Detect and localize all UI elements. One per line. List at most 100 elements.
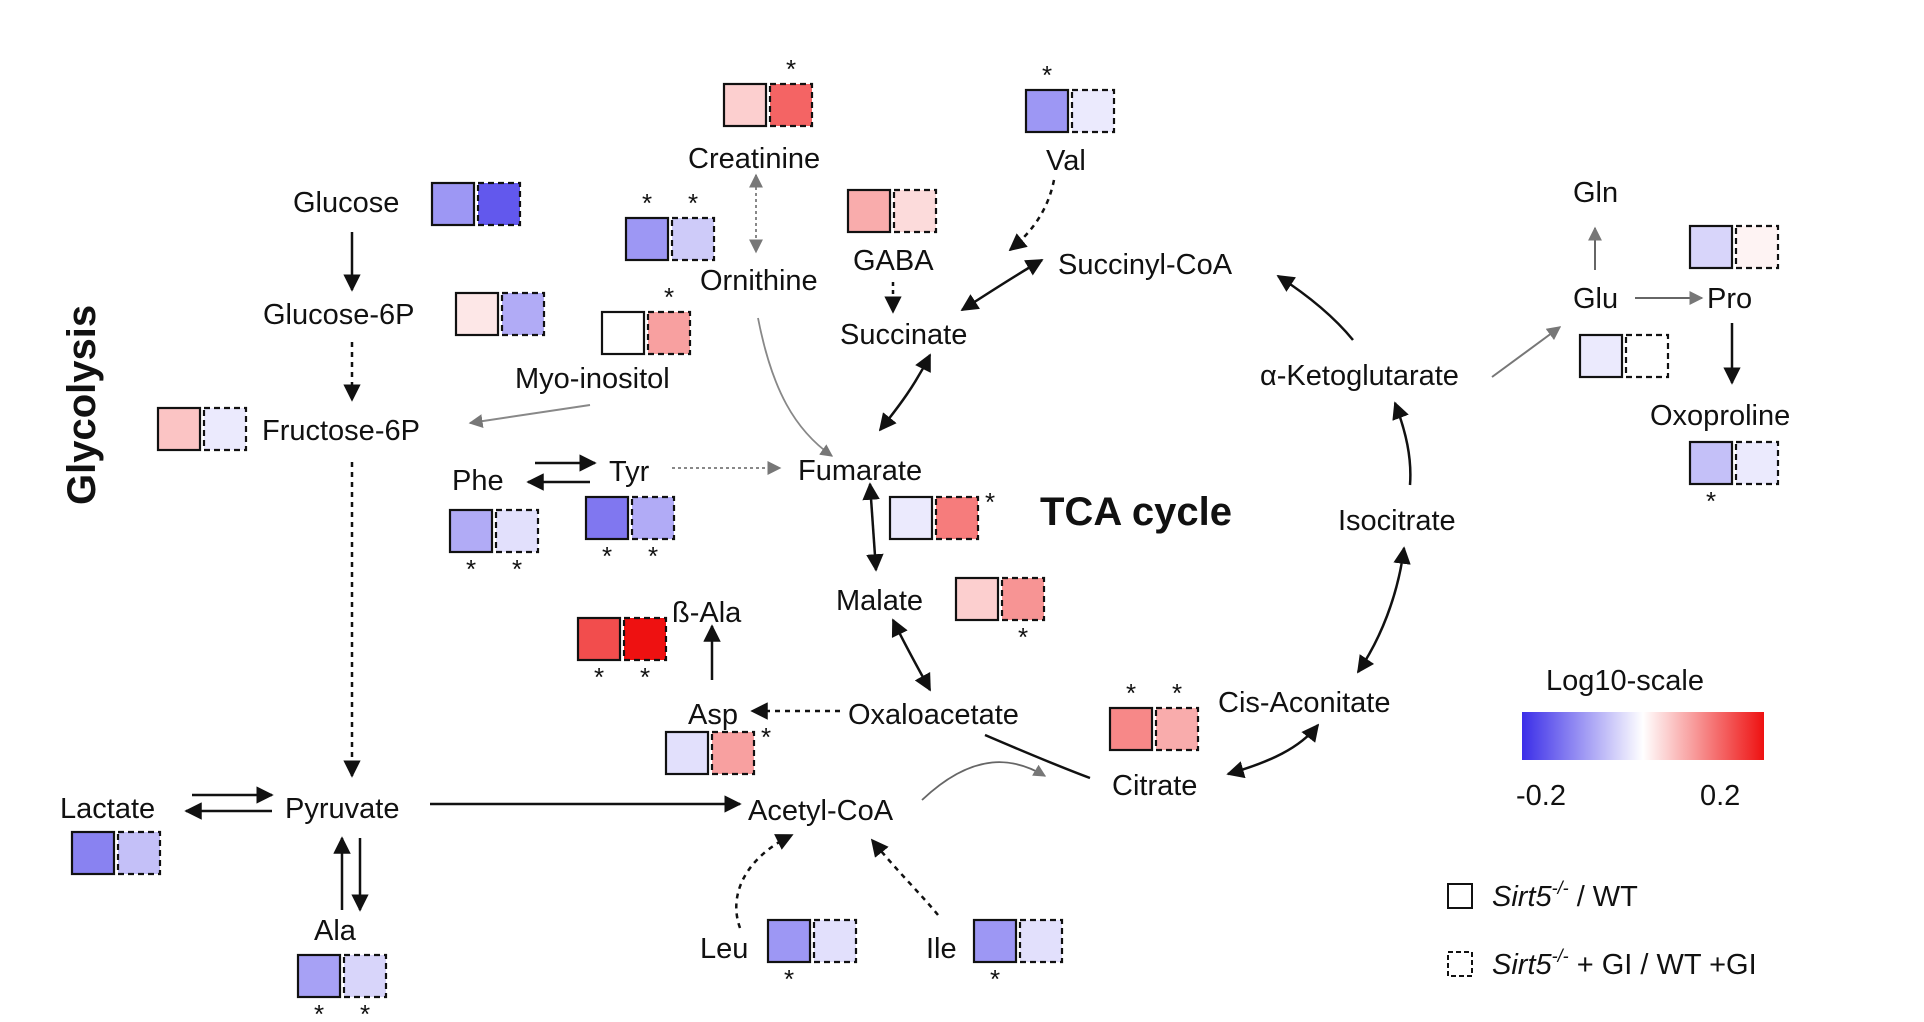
glu-box-dashed — [1624, 333, 1670, 379]
ornithine-significance-star-solid: * — [642, 188, 652, 218]
ala-box-dashed — [342, 953, 388, 999]
label-gln: Gln — [1573, 177, 1618, 209]
ile-box-dashed — [1018, 918, 1064, 964]
ile-significance-star-solid: * — [990, 964, 1000, 994]
val-box-solid — [1024, 88, 1070, 134]
arrow-myoinositol-fructose6p — [468, 404, 591, 429]
legend-solid-label: Sirt5-/- / WT — [1492, 878, 1638, 913]
color-scale-bar — [1522, 712, 1764, 760]
glu-box-solid — [1578, 333, 1624, 379]
label-ile: Ile — [926, 933, 957, 965]
label-bala: ß-Ala — [672, 597, 742, 629]
label-tyr: Tyr — [609, 456, 650, 488]
label-leu: Leu — [700, 933, 748, 965]
label-fructose6p: Fructose-6P — [262, 415, 420, 447]
legend-scale-min: -0.2 — [1516, 780, 1566, 812]
b-ala-box-solid — [576, 616, 622, 662]
fructose-6p-box-dashed — [202, 406, 248, 452]
arrow-ile-acetylcoa — [870, 838, 939, 916]
label-phe: Phe — [452, 465, 504, 497]
malate-significance-star-dashed: * — [1018, 622, 1028, 652]
pro-box-solid — [1688, 224, 1734, 270]
asp-box-dashed — [710, 730, 756, 776]
arrow-akg-glu — [1491, 326, 1562, 378]
label-ornithine: Ornithine — [700, 265, 818, 297]
ala-box-solid — [296, 953, 342, 999]
oxoproline-box-dashed — [1734, 440, 1780, 486]
b-ala-significance-star-solid: * — [594, 662, 604, 692]
fructose-6p-box-solid — [156, 406, 202, 452]
legend-scale-max: 0.2 — [1700, 780, 1740, 812]
lactate-box-solid — [70, 830, 116, 876]
label-citrate: Citrate — [1112, 770, 1197, 802]
label-gaba: GABA — [853, 245, 934, 277]
ornithine-significance-star-dashed: * — [688, 188, 698, 218]
arrow-succinate-succinylcoa — [960, 258, 1044, 312]
leu-significance-star-solid: * — [784, 964, 794, 994]
arrow-cisaconitate-isocitrate — [1356, 546, 1411, 674]
label-cisaconitate: Cis-Aconitate — [1218, 687, 1390, 719]
arrow-leu-acetylcoa — [735, 833, 794, 929]
malate-box-solid — [954, 576, 1000, 622]
myo-inositol-significance-star-dashed: * — [664, 282, 674, 312]
label-akg: α-Ketoglutarate — [1260, 360, 1459, 392]
val-significance-star-solid: * — [1042, 60, 1052, 90]
legend-solid-box — [1447, 883, 1473, 909]
fumarate-significance-star-dashed: * — [985, 487, 995, 517]
label-creatinine: Creatinine — [688, 143, 820, 175]
creatinine-significance-star-dashed: * — [786, 54, 796, 84]
label-oxaloacetate: Oxaloacetate — [848, 699, 1019, 731]
label-lactate: Lactate — [60, 793, 155, 825]
label-fumarate: Fumarate — [798, 455, 922, 487]
label-malate: Malate — [836, 585, 923, 617]
phe-box-dashed — [494, 508, 540, 554]
label-succinate: Succinate — [840, 319, 967, 351]
arrow-isocitrate-akg — [1392, 401, 1412, 486]
label-acetylcoa: Acetyl-CoA — [748, 795, 894, 827]
citrate-significance-star-dashed: * — [1172, 678, 1182, 708]
lactate-box-dashed — [116, 830, 162, 876]
label-oxoproline: Oxoproline — [1650, 400, 1790, 432]
glucose-6p-box-dashed — [500, 291, 546, 337]
legend: Log10-scale -0.2 0.2 Sirt5-/- / WT Sirt5… — [1447, 665, 1764, 981]
fumarate-box-solid — [888, 495, 934, 541]
label-ala: Ala — [314, 915, 357, 947]
oxoproline-box-solid — [1688, 440, 1734, 486]
heatmap-boxes: ********************* — [70, 54, 1780, 1022]
creatinine-box-solid — [722, 82, 768, 128]
tyr-box-solid — [584, 495, 630, 541]
phe-significance-star-dashed: * — [512, 554, 522, 584]
tyr-significance-star-solid: * — [602, 541, 612, 571]
myo-inositol-box-solid — [600, 310, 646, 356]
oxoproline-significance-star-solid: * — [1706, 486, 1716, 516]
arrow-oxaloacetate-citrate — [984, 733, 1091, 780]
arrow-acetylcoa-citrate — [921, 761, 1047, 801]
citrate-box-solid — [1108, 706, 1154, 752]
leu-box-dashed — [812, 918, 858, 964]
legend-dashed-box — [1447, 951, 1473, 977]
label-pyruvate: Pyruvate — [285, 793, 399, 825]
glucose-box-dashed — [476, 181, 522, 227]
label-glu: Glu — [1573, 283, 1618, 315]
label-asp: Asp — [688, 699, 738, 731]
myo-inositol-box-dashed — [646, 310, 692, 356]
legend-scale-title: Log10-scale — [1546, 665, 1704, 697]
legend-dashed-label: Sirt5-/- + GI / WT +GI — [1492, 946, 1757, 981]
fumarate-box-dashed — [934, 495, 980, 541]
glucose-6p-box-solid — [454, 291, 500, 337]
metabolite-labels: Glucose Glucose-6P Fructose-6P Pyruvate … — [60, 143, 1790, 965]
tyr-significance-star-dashed: * — [648, 541, 658, 571]
glycolysis-title: Glycolysis — [60, 305, 104, 505]
creatinine-box-dashed — [768, 82, 814, 128]
gaba-box-solid — [846, 188, 892, 234]
label-pro: Pro — [1707, 283, 1752, 315]
pro-box-dashed — [1734, 224, 1780, 270]
ala-significance-star-solid: * — [314, 999, 324, 1022]
tyr-box-dashed — [630, 495, 676, 541]
phe-significance-star-solid: * — [466, 554, 476, 584]
ala-significance-star-dashed: * — [360, 999, 370, 1022]
label-succinylcoa: Succinyl-CoA — [1058, 249, 1233, 281]
arrow-akg-succinylcoa — [1276, 274, 1354, 341]
citrate-box-dashed — [1154, 706, 1200, 752]
